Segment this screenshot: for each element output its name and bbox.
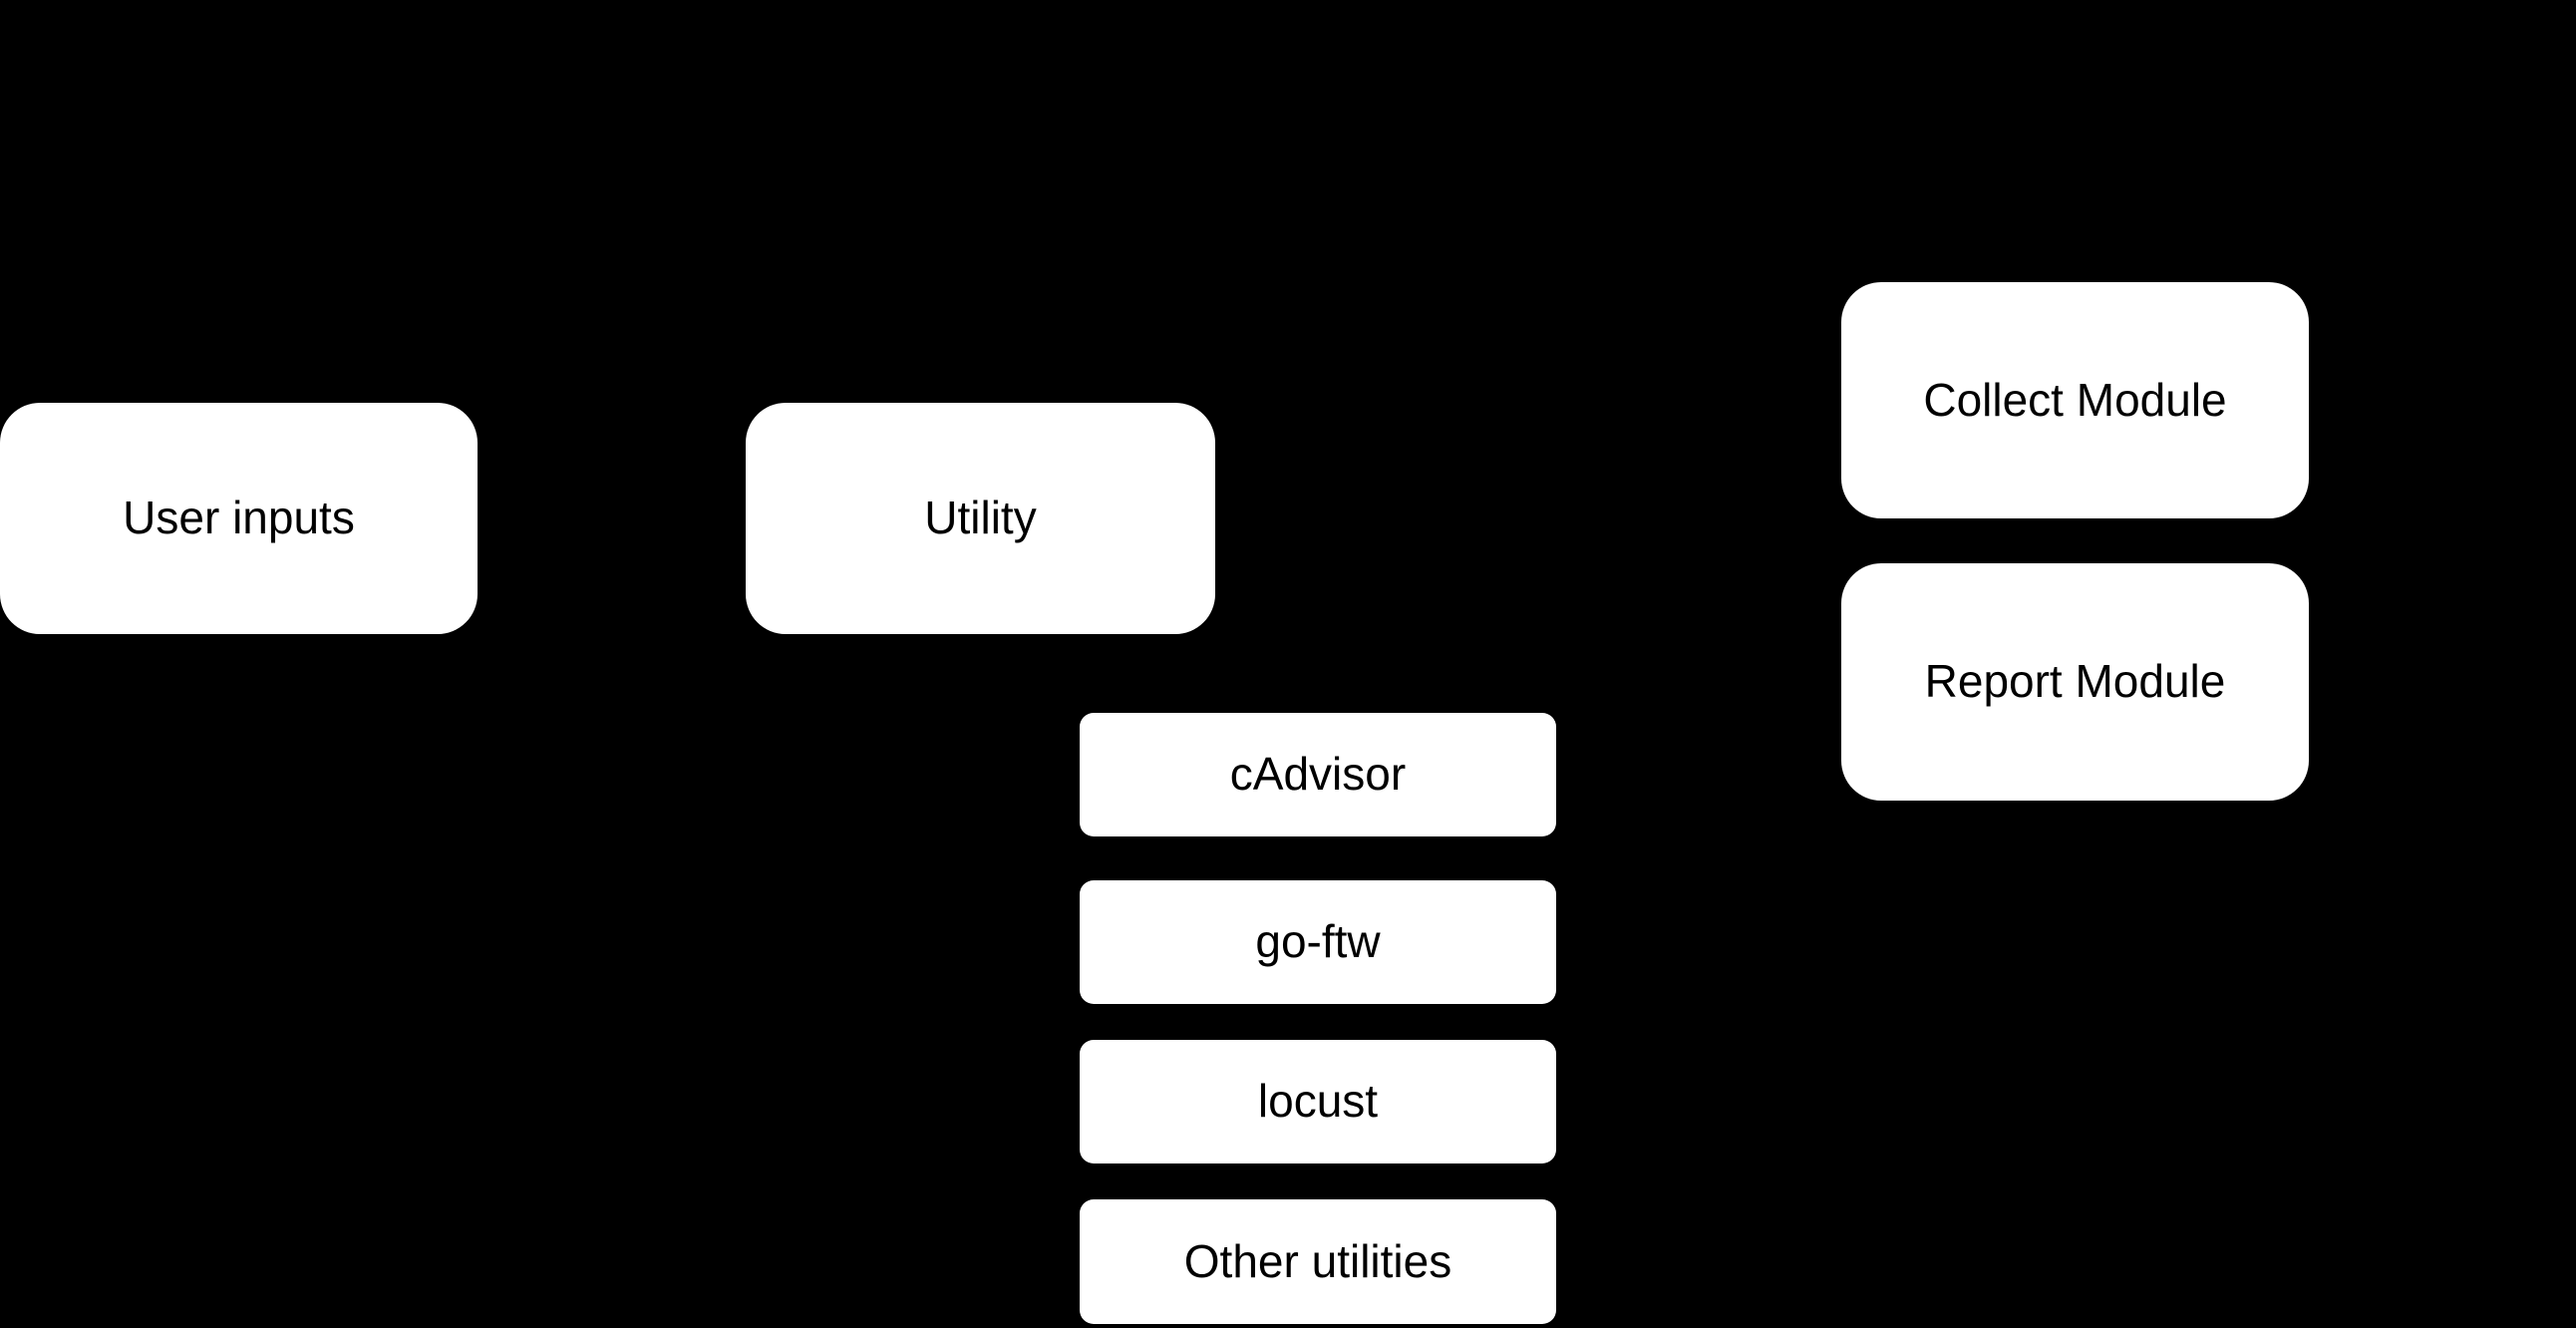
node-locust: locust — [1080, 1040, 1556, 1163]
node-go-ftw-label: go-ftw — [1255, 915, 1381, 968]
node-utility: Utility — [746, 403, 1215, 634]
node-locust-label: locust — [1257, 1075, 1379, 1128]
node-collect-module-label: Collect Module — [1923, 373, 2227, 426]
node-user-inputs: User inputs — [0, 403, 478, 634]
node-report-module-label: Report Module — [1924, 655, 2226, 708]
node-cadvisor-label: cAdvisor — [1229, 748, 1407, 801]
node-collect-module: Collect Module — [1841, 282, 2309, 518]
node-report-module: Report Module — [1841, 563, 2309, 801]
node-go-ftw: go-ftw — [1080, 880, 1556, 1004]
node-cadvisor: cAdvisor — [1080, 713, 1556, 836]
node-utility-label: Utility — [924, 492, 1037, 544]
node-user-inputs-label: User inputs — [123, 492, 355, 544]
node-other-utilities-label: Other utilities — [1183, 1234, 1452, 1287]
node-other-utilities: Other utilities — [1080, 1199, 1556, 1324]
